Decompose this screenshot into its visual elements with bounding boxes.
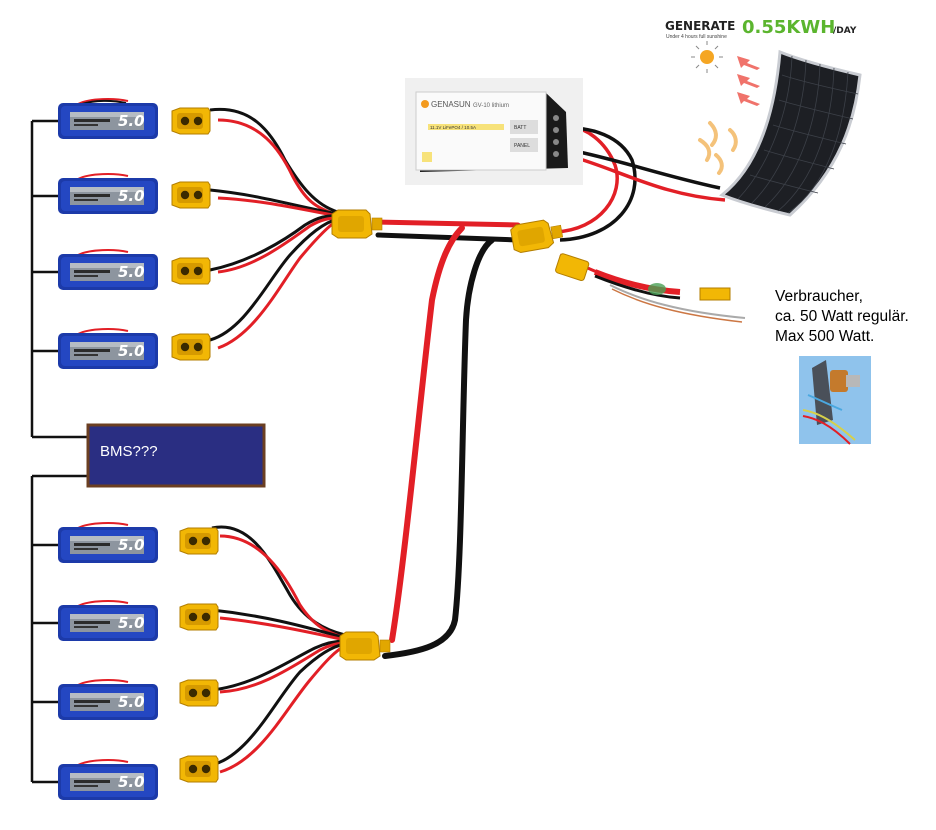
parallel-wires-bottom	[211, 525, 346, 774]
battery-leads-top	[77, 98, 129, 766]
generate-word: GENERATE	[665, 19, 735, 33]
battery-capacity-label: 5.0	[118, 536, 145, 554]
battery-capacity-label: 5.0	[118, 112, 145, 130]
controller-brand: GENASUN	[431, 100, 471, 109]
controller-model: GV-10 lithium	[473, 103, 509, 109]
xt60-connector	[171, 333, 211, 361]
main-trunk-wires	[375, 219, 521, 659]
battery-capacity-label: 5.0	[118, 263, 145, 281]
controller-spec: 11.1V LiFePO4 / 10.5A	[430, 125, 476, 130]
parallel-wires-top	[209, 107, 339, 350]
xt60-connector	[179, 679, 219, 707]
sunlight-arrows-icon	[737, 56, 760, 106]
xt60-connector	[171, 107, 211, 135]
generate-value: 0.55KWH	[742, 17, 835, 38]
xt60-connector	[179, 527, 219, 555]
heat-rays-icon	[698, 121, 738, 175]
xt60-connector	[179, 755, 219, 783]
consumer-line-2: ca. 50 Watt regulär.	[775, 308, 909, 325]
charge-controller	[405, 78, 583, 185]
xt60-connector	[171, 257, 211, 285]
bms-label: BMS???	[100, 443, 158, 460]
solar-panel	[719, 49, 862, 217]
battery-capacity-label: 5.0	[118, 614, 145, 632]
consumer-description: Verbraucher, ca. 50 Watt regulär. Max 50…	[775, 287, 909, 347]
battery-bus-top	[30, 119, 90, 439]
controller-wires	[554, 124, 726, 242]
consumer-line-3: Max 500 Watt.	[775, 328, 875, 345]
controller-terminal-panel: PANEL	[514, 143, 530, 149]
controller-terminal-batt: BATT	[514, 125, 526, 131]
bms-box	[86, 423, 266, 488]
battery-capacity-label: 5.0	[118, 693, 145, 711]
junction-connector-top	[331, 209, 383, 239]
sun-icon	[691, 41, 723, 73]
consumer-line-1: Verbraucher,	[775, 288, 863, 305]
consumer-xt60	[555, 253, 590, 282]
battery-capacity-label: 5.0	[118, 342, 145, 360]
generate-unit: /DAY	[833, 26, 857, 36]
motor-esc-image	[799, 356, 871, 445]
consumer-lead	[559, 253, 746, 323]
battery-xt60-connectors-top	[171, 107, 211, 361]
battery-capacity-label: 5.0	[118, 187, 145, 205]
generate-subtitle: Under 4 hours full sunshine	[666, 34, 727, 40]
battery-xt60-connectors-bottom	[179, 527, 219, 783]
xt60-connector	[179, 603, 219, 631]
battery-bus-bottom	[30, 474, 90, 784]
xt60-connector	[171, 181, 211, 209]
battery-capacity-label: 5.0	[118, 773, 145, 791]
